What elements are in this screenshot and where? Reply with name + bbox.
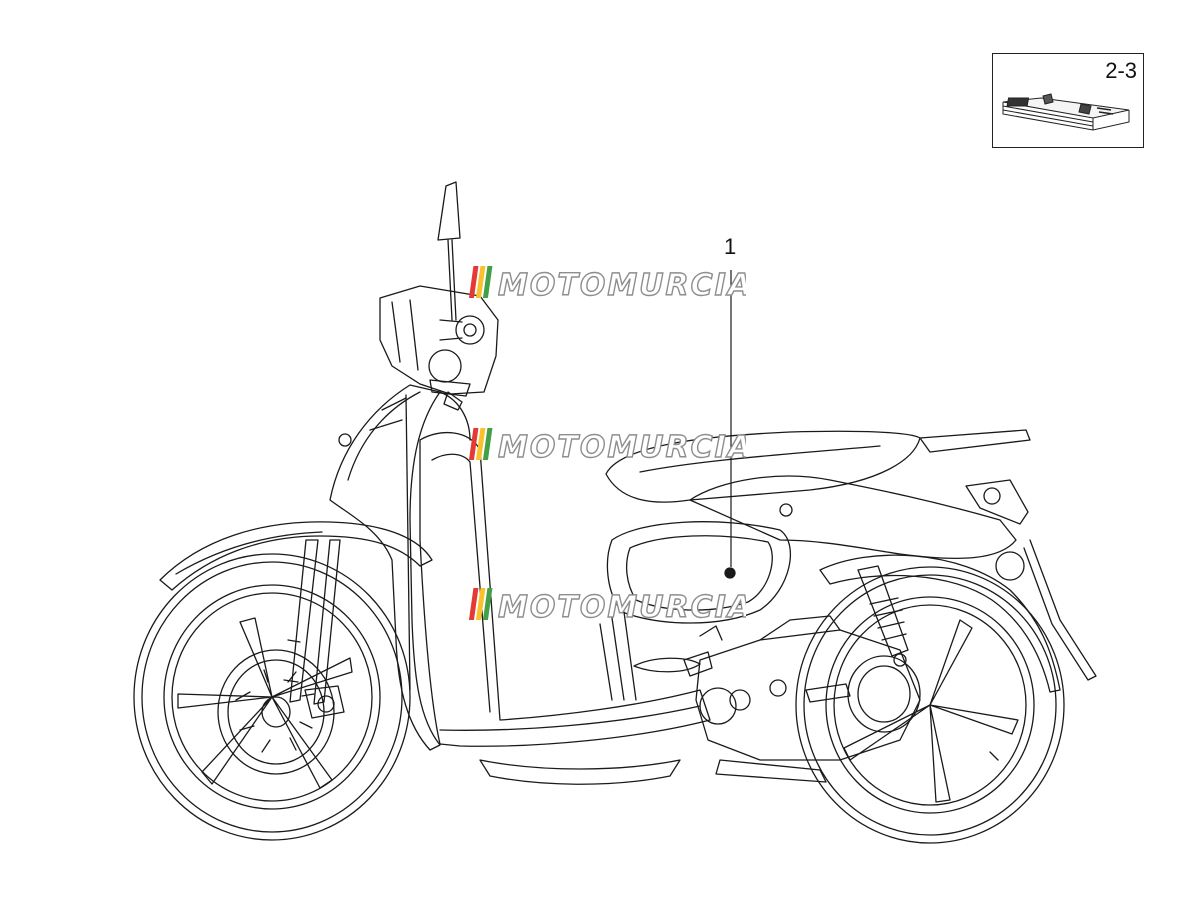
- front-fender: [159, 521, 433, 591]
- watermark-2: MOTOMURCIA: [468, 428, 746, 464]
- front-wheel: [133, 553, 411, 841]
- side-cover: [606, 521, 792, 624]
- manual-booklet-icon: [1002, 93, 1130, 131]
- rear-wheel: [795, 566, 1065, 844]
- watermark-3-text: MOTOMURCIA: [498, 590, 746, 624]
- engine: [683, 615, 921, 783]
- reference-box-label: 2-3: [1105, 58, 1137, 83]
- mirror: [437, 181, 461, 321]
- watermark-1-text: MOTOMURCIA: [498, 268, 746, 302]
- watermark-3: MOTOMURCIA: [468, 588, 746, 624]
- callout-1-label: 1: [724, 234, 737, 259]
- front-fork: [283, 539, 341, 705]
- rear-shock: [857, 565, 909, 667]
- seat: [605, 430, 921, 503]
- rear-body: [689, 429, 1097, 681]
- watermark-2-text: MOTOMURCIA: [498, 430, 746, 464]
- body-panel: [419, 431, 711, 785]
- reference-box: 2-3: [992, 53, 1144, 148]
- watermark-1: MOTOMURCIA: [468, 266, 746, 302]
- leg-shield: [329, 384, 471, 751]
- decal-target-dot: [724, 567, 736, 579]
- handlebar-headset: [379, 285, 499, 411]
